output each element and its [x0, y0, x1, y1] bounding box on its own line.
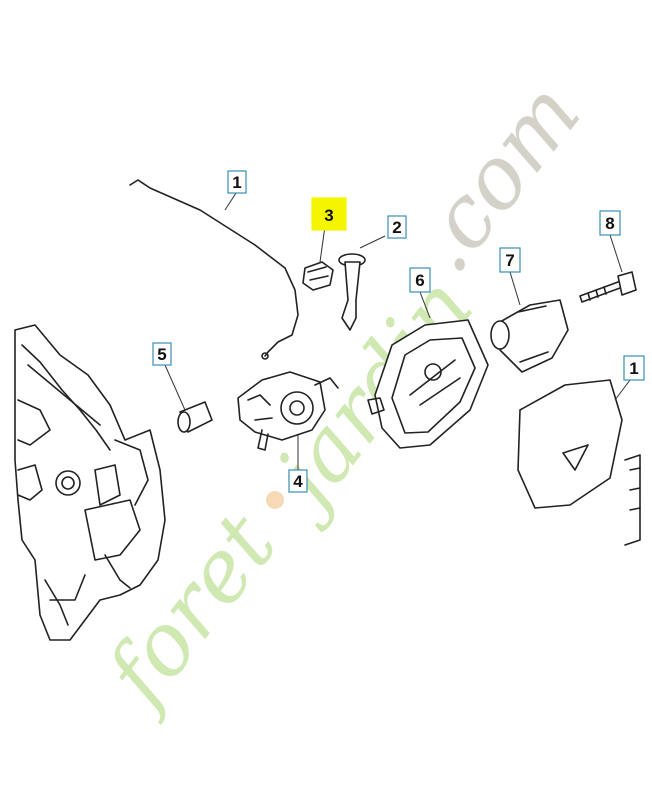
callout-1-label: 1: [232, 173, 241, 192]
watermark-apostrophe: [266, 491, 284, 509]
part-clip: [302, 261, 334, 291]
callout-7: 7: [499, 247, 521, 273]
callout-1-right: 1: [623, 355, 645, 381]
callout-8: 8: [599, 210, 621, 236]
callout-4-label: 4: [293, 472, 303, 491]
leader-lines: [164, 192, 631, 470]
callout-5-label: 5: [157, 345, 166, 364]
watermark-foret: foret: [84, 495, 296, 727]
throttle-rod: [129, 179, 299, 357]
callout-4: 4: [288, 469, 308, 493]
callout-5: 5: [152, 342, 172, 366]
callout-6: 6: [409, 267, 431, 293]
throttle-rod-end: [261, 352, 269, 360]
filter-cover: [517, 379, 641, 546]
carburetor: [237, 371, 339, 451]
engine-housing: [14, 324, 166, 641]
screw: [579, 271, 637, 303]
callout-2-label: 2: [392, 218, 401, 237]
callout-2: 2: [387, 215, 407, 239]
watermark-com: .com: [393, 65, 600, 291]
callout-8-label: 8: [605, 214, 614, 233]
callout-3-label: 3: [324, 206, 333, 225]
callout-7-label: 7: [505, 251, 514, 270]
filter-housing: [490, 299, 569, 373]
callout-6-label: 6: [415, 271, 424, 290]
callout-1: 1: [227, 170, 247, 194]
air-filter-base: [367, 319, 489, 449]
callout-3-highlighted: 3: [311, 197, 347, 231]
bushing: [177, 401, 213, 433]
choke-lever: [338, 253, 366, 331]
watermark: foret jardin .com: [84, 65, 600, 728]
callout-1-right-label: 1: [629, 359, 638, 378]
